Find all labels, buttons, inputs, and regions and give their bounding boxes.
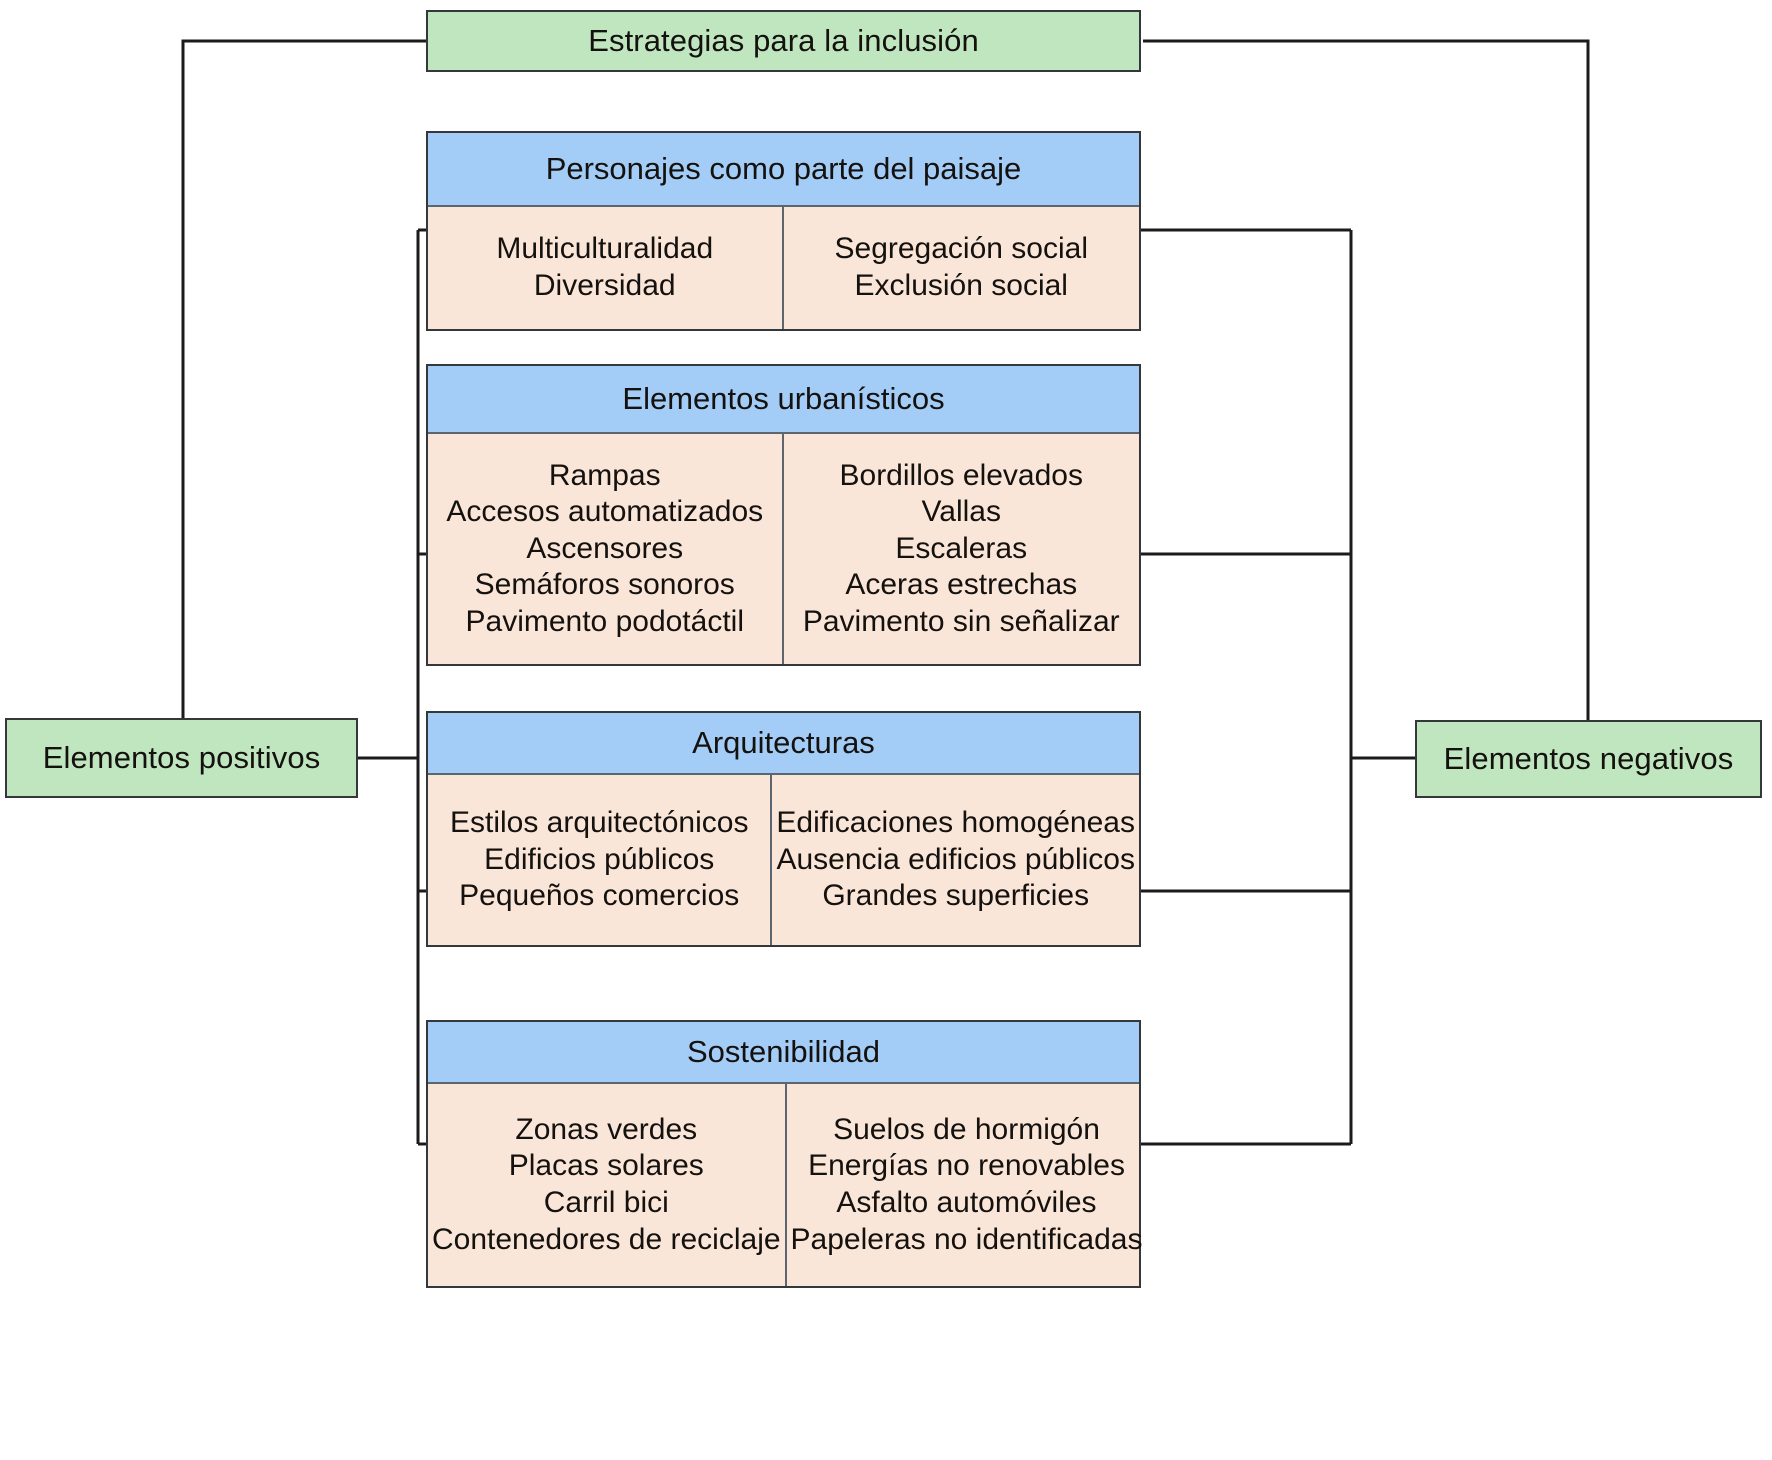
category-card-elementos-urbanisticos[interactable]: Elementos urbanísticos Rampas Accesos au… [426, 364, 1141, 666]
list-item: Papeleras no identificadas [790, 1222, 1143, 1256]
list-item: Rampas [548, 458, 661, 492]
list-item: Vallas [921, 495, 1001, 529]
list-item: Estilos arquitectónicos [449, 806, 749, 840]
list-item: Grandes superficies [822, 879, 1090, 913]
card-negative-column: Segregación social Exclusión social [784, 207, 1140, 329]
list-item: Exclusión social [854, 269, 1068, 302]
list-item: Pequeños comercios [459, 879, 740, 913]
card-header: Sostenibilidad [428, 1022, 1139, 1084]
category-card-arquitecturas[interactable]: Arquitecturas Estilos arquitectónicos Ed… [426, 711, 1141, 947]
card-title: Sostenibilidad [686, 1034, 881, 1069]
card-negative-column: Bordillos elevados Vallas Escaleras Acer… [784, 434, 1140, 664]
node-title-label: Estrategias para la inclusión [588, 23, 979, 58]
node-estrategias-para-la-inclusion[interactable]: Estrategias para la inclusión [426, 10, 1141, 72]
card-body: Rampas Accesos automatizados Ascensores … [428, 434, 1139, 664]
list-item: Aceras estrechas [845, 568, 1078, 602]
card-positive-column: Multiculturalidad Diversidad [428, 207, 784, 329]
list-item: Asfalto automóviles [836, 1186, 1097, 1219]
list-item: Ascensores [526, 531, 684, 565]
card-title: Elementos urbanísticos [622, 381, 945, 416]
category-card-personajes[interactable]: Personajes como parte del paisaje Multic… [426, 131, 1141, 331]
list-item: Edificios públicos [484, 842, 715, 876]
node-left-label: Elementos positivos [42, 740, 321, 775]
list-item: Zonas verdes [515, 1112, 698, 1146]
list-item: Bordillos elevados [839, 458, 1083, 492]
card-title: Personajes como parte del paisaje [545, 151, 1022, 186]
card-negative-column: Edificaciones homogéneas Ausencia edific… [772, 775, 1139, 945]
card-body: Zonas verdes Placas solares Carril bici … [428, 1084, 1142, 1286]
list-item: Escaleras [895, 531, 1028, 565]
list-item: Contenedores de reciclaje [432, 1222, 781, 1256]
wire-left-to-title [181, 39, 426, 718]
list-item: Pavimento sin señalizar [802, 604, 1120, 638]
card-negative-column: Suelos de hormigón Energías no renovable… [787, 1084, 1147, 1286]
list-item: Segregación social [834, 232, 1089, 266]
list-item: Energías no renovables [808, 1149, 1125, 1183]
node-elementos-negativos[interactable]: Elementos negativos [1415, 720, 1762, 798]
list-item: Semáforos sonoros [474, 568, 735, 602]
card-header: Personajes como parte del paisaje [428, 133, 1139, 207]
node-right-label: Elementos negativos [1443, 741, 1734, 776]
card-body: Estilos arquitectónicos Edificios públic… [428, 775, 1139, 945]
list-item: Edificaciones homogéneas [776, 806, 1135, 840]
card-positive-column: Zonas verdes Placas solares Carril bici … [428, 1084, 787, 1286]
wire-right-to-title [1143, 39, 1590, 720]
category-card-sostenibilidad[interactable]: Sostenibilidad Zonas verdes Placas solar… [426, 1020, 1142, 1288]
list-item: Multiculturalidad [496, 232, 714, 266]
card-body: Multiculturalidad Diversidad Segregación… [428, 207, 1139, 329]
list-item: Diversidad [533, 269, 676, 302]
card-header: Arquitecturas [428, 713, 1139, 775]
list-item: Pavimento podotáctil [465, 604, 745, 638]
node-elementos-positivos[interactable]: Elementos positivos [5, 718, 358, 798]
card-title: Arquitecturas [692, 725, 875, 760]
list-item: Accesos automatizados [446, 495, 764, 529]
card-positive-column: Estilos arquitectónicos Edificios públic… [428, 775, 773, 945]
card-header: Elementos urbanísticos [428, 366, 1139, 434]
list-item: Carril bici [543, 1186, 669, 1219]
list-item: Placas solares [508, 1149, 704, 1183]
list-item: Suelos de hormigón [833, 1112, 1100, 1146]
list-item: Ausencia edificios públicos [776, 842, 1135, 876]
card-positive-column: Rampas Accesos automatizados Ascensores … [428, 434, 784, 664]
